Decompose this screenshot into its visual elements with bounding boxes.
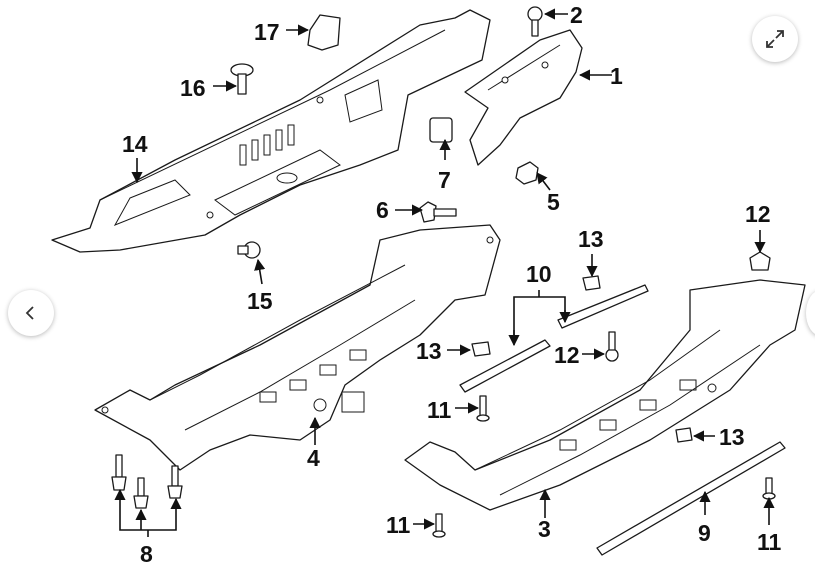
- callout-10: 10: [526, 261, 552, 287]
- callout-11-c: 11: [757, 529, 782, 555]
- bolt-part: [527, 6, 543, 37]
- hitch-frame-part: [94, 224, 501, 471]
- callout-6: 6: [376, 197, 389, 223]
- cage-nut-part-3: [675, 427, 693, 443]
- lower-rail-part: [596, 441, 786, 556]
- callout-7: 7: [438, 167, 451, 193]
- nut-clip-part: [429, 117, 453, 143]
- bolt-8-part-1: [111, 454, 127, 491]
- bumper-bracket-part: [464, 29, 583, 166]
- rail-left-part: [459, 339, 551, 393]
- callout-9: 9: [698, 520, 711, 546]
- support-frame-part: [404, 279, 806, 511]
- callout-12-b: 12: [554, 342, 580, 368]
- hex-bolt-part: [419, 201, 457, 223]
- callout-15: 15: [247, 288, 273, 314]
- callout-11-a: 11: [427, 397, 452, 423]
- callout-14: 14: [122, 131, 148, 157]
- previous-image-button[interactable]: [8, 290, 54, 336]
- bolt-11-part-2: [432, 513, 446, 538]
- flange-bolt-part: [237, 241, 261, 259]
- callout-12-a: 12: [745, 201, 771, 227]
- callout-1: 1: [610, 63, 623, 89]
- chevron-left-icon: [25, 306, 34, 320]
- leader-lines: [114, 8, 775, 537]
- rail-right-part: [557, 284, 649, 329]
- clip-part: [307, 14, 341, 51]
- cage-nut-part-1: [582, 275, 601, 291]
- callout-2: 2: [570, 2, 583, 28]
- callout-17: 17: [254, 19, 280, 45]
- bolt-12-part-2: [605, 331, 619, 362]
- callout-13-c: 13: [719, 424, 745, 450]
- callout-16: 16: [180, 75, 206, 101]
- expand-icon: [766, 30, 784, 48]
- callout-8: 8: [140, 541, 153, 567]
- callout-3: 3: [538, 516, 551, 542]
- callout-labels: 1 2 3 4 5 6 7 8 9 10 11 11 11 12 12 13 1…: [122, 2, 782, 567]
- callout-13-a: 13: [578, 226, 604, 252]
- bolt-11-part-1: [476, 395, 490, 422]
- cage-nut-part-2: [471, 341, 491, 357]
- callout-13-b: 13: [416, 338, 442, 364]
- bolt-12-part-1: [749, 251, 771, 271]
- bolt-8-part-2: [133, 477, 149, 509]
- callout-11-b: 11: [386, 512, 411, 538]
- callout-4: 4: [307, 445, 320, 471]
- expand-button[interactable]: [752, 16, 798, 62]
- bolt-11-part-3: [762, 477, 776, 500]
- bolt-8-part-3: [167, 465, 183, 499]
- next-image-button[interactable]: [806, 290, 815, 336]
- step-bumper-part: [51, 9, 491, 253]
- callout-5: 5: [547, 189, 560, 215]
- flange-nut-part: [515, 161, 539, 185]
- pin-part: [230, 63, 254, 95]
